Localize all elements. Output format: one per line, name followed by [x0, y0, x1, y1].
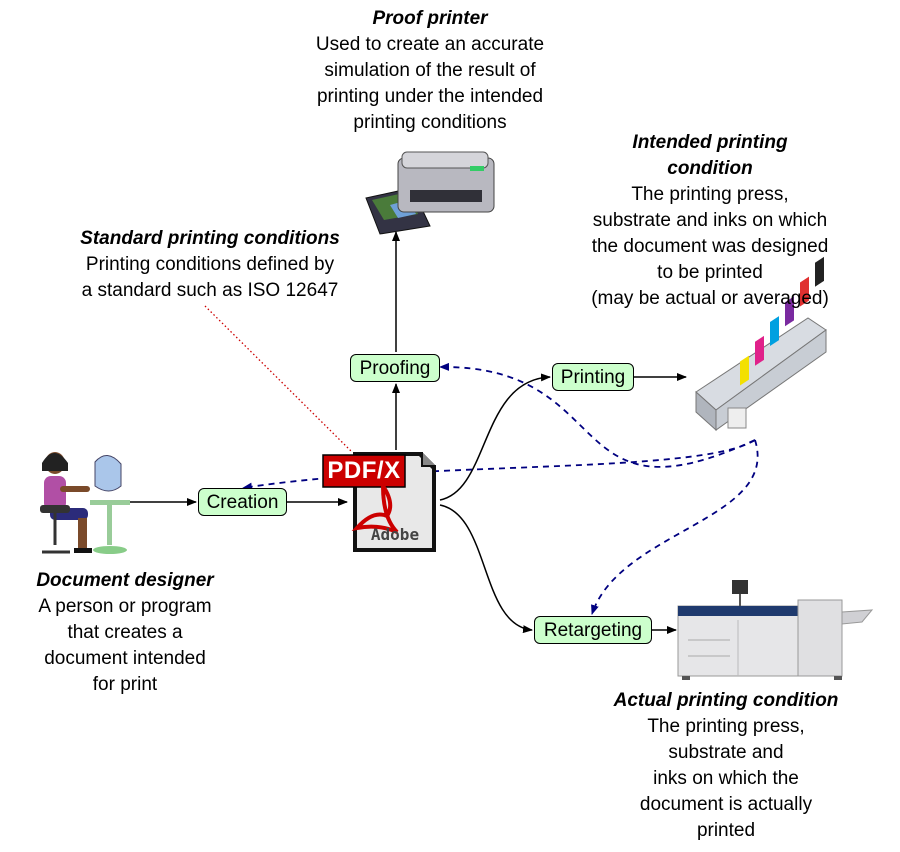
dashed-arrow-press-to-retargeting [591, 439, 759, 615]
printing-press-image [695, 256, 827, 432]
actual-condition-line: printed [696, 820, 756, 841]
intended-condition-line: (may be actual or averaged) [591, 288, 829, 309]
intended-condition-line: the document was designed [591, 236, 829, 257]
standard-conditions-label: Standard printing conditions Printing co… [40, 226, 380, 304]
pdf-brand: Adobe [370, 525, 420, 544]
node-creation[interactable]: Creation [198, 488, 287, 516]
document-designer-line: document intended [44, 648, 206, 669]
proof-printer-line: simulation of the result of [324, 60, 536, 81]
intended-condition-line: substrate and inks on which [592, 210, 828, 231]
actual-condition-title: Actual printing condition [613, 690, 839, 711]
node-printing[interactable]: Printing [552, 363, 634, 391]
proof-printer-line: Used to create an accurate [315, 34, 545, 55]
intended-condition-label: Intended printing condition The printing… [560, 130, 860, 312]
document-designer-line: A person or program [38, 596, 212, 617]
arrow-pdf-to-retargeting [439, 504, 533, 634]
standard-conditions-line: Printing conditions defined by [85, 254, 335, 275]
node-retargeting[interactable]: Retargeting [534, 616, 652, 644]
proof-printer-line: printing conditions [353, 112, 507, 133]
document-designer-title: Document designer [36, 570, 214, 591]
arrow-pdf-to-printing [439, 373, 551, 501]
actual-condition-line: document is actually [639, 794, 813, 815]
proof-printer-line: printing under the intended [316, 86, 544, 107]
pdf-document-icon [322, 452, 436, 552]
intended-condition-title: condition [667, 158, 753, 179]
actual-condition-label: Actual printing condition The printing p… [576, 688, 876, 844]
digital-press-image [677, 580, 874, 680]
document-designer-line: for print [92, 674, 158, 695]
standard-conditions-line: a standard such as ISO 12647 [81, 280, 339, 301]
intended-condition-line: to be printed [657, 262, 763, 283]
actual-condition-line: inks on which the [653, 768, 799, 789]
dashed-arrow-press-to-proofing [439, 362, 756, 468]
document-designer-label: Document designer A person or program th… [0, 568, 250, 698]
node-proofing[interactable]: Proofing [350, 354, 440, 382]
proof-printer-label: Proof printer Used to create an accurate… [280, 6, 580, 136]
pdf-badge: PDF/X [327, 457, 401, 484]
dotted-pointer-standard-conditions [204, 305, 353, 453]
intended-condition-line: The printing press, [631, 184, 789, 205]
proof-printer-image [365, 151, 495, 235]
proof-printer-title: Proof printer [372, 8, 488, 29]
document-designer-image [40, 452, 130, 554]
intended-condition-title: Intended printing [632, 132, 788, 153]
actual-condition-line: substrate and [668, 742, 784, 763]
document-designer-line: that creates a [67, 622, 183, 643]
standard-conditions-title: Standard printing conditions [80, 228, 340, 249]
dashed-arrow-press-to-creation [242, 439, 756, 491]
actual-condition-line: The printing press, [647, 716, 805, 737]
